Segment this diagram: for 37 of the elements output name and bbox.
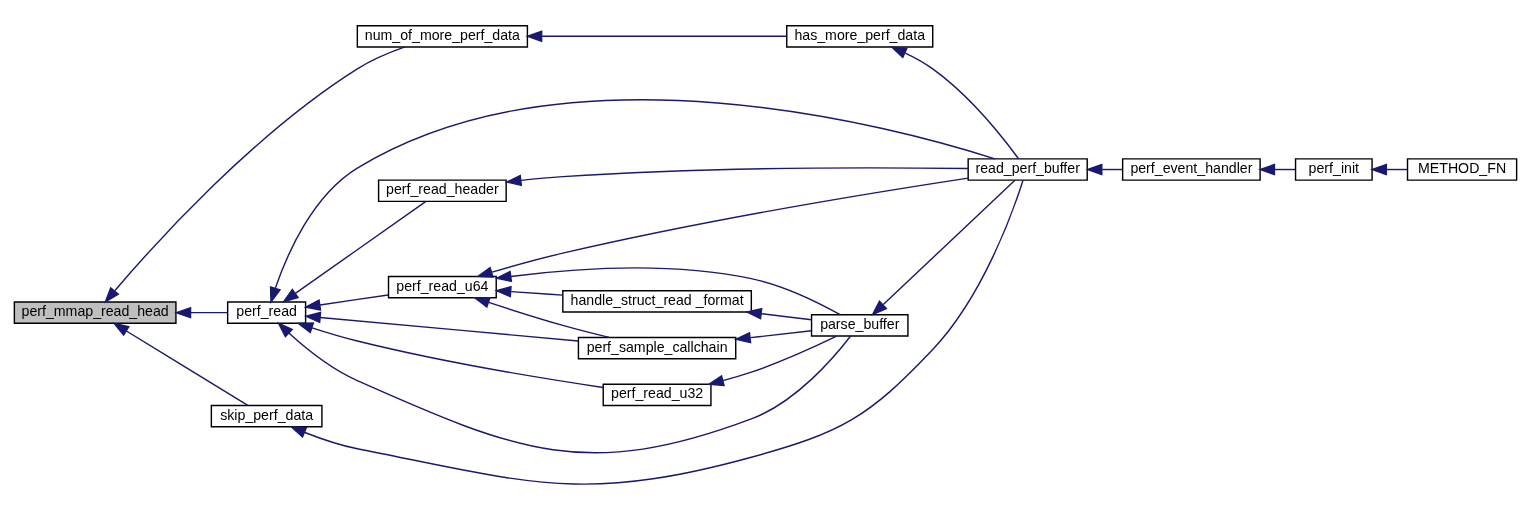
arrow	[104, 45, 406, 304]
node-box: parse_buffer	[810, 313, 909, 337]
arrow	[112, 321, 249, 406]
arrow	[281, 200, 427, 303]
node-box: perf_read_header	[377, 178, 507, 202]
arrow	[494, 285, 564, 298]
arrow	[744, 307, 813, 320]
arrow	[1258, 163, 1297, 175]
node-box: perf_sample_callchain	[577, 336, 737, 359]
node-box: perf_init	[1294, 157, 1373, 181]
node-box: perf_read_u64	[387, 275, 497, 298]
node-box: METHOD_FN	[1406, 157, 1518, 181]
arrow	[296, 321, 604, 388]
arrow	[475, 176, 969, 278]
arrow	[472, 296, 610, 338]
arrow	[706, 335, 838, 386]
arrow	[1370, 163, 1409, 175]
arrow	[733, 329, 813, 344]
node-box: perf_read	[226, 300, 307, 324]
arrow	[1085, 163, 1123, 175]
arrow	[525, 29, 788, 42]
node-box: num_of_more_perf_data	[356, 24, 529, 48]
arrow	[174, 306, 229, 319]
arrow	[269, 98, 996, 304]
node-box: handle_struct_read _format	[562, 289, 753, 313]
node-box: perf_event_handler	[1121, 157, 1261, 181]
arrow	[504, 166, 969, 186]
node-box: perf_mmap_read_head	[13, 300, 177, 324]
node-box: perf_read_u32	[602, 383, 712, 406]
node-box: has_more_perf_data	[786, 24, 934, 48]
arrow	[303, 293, 389, 311]
arrow	[871, 179, 1016, 316]
arrow	[276, 321, 852, 453]
node-box: skip_perf_data	[210, 404, 323, 427]
node-box: read_perf_buffer	[967, 157, 1088, 181]
arrow	[303, 311, 579, 342]
arrow	[889, 45, 1020, 160]
